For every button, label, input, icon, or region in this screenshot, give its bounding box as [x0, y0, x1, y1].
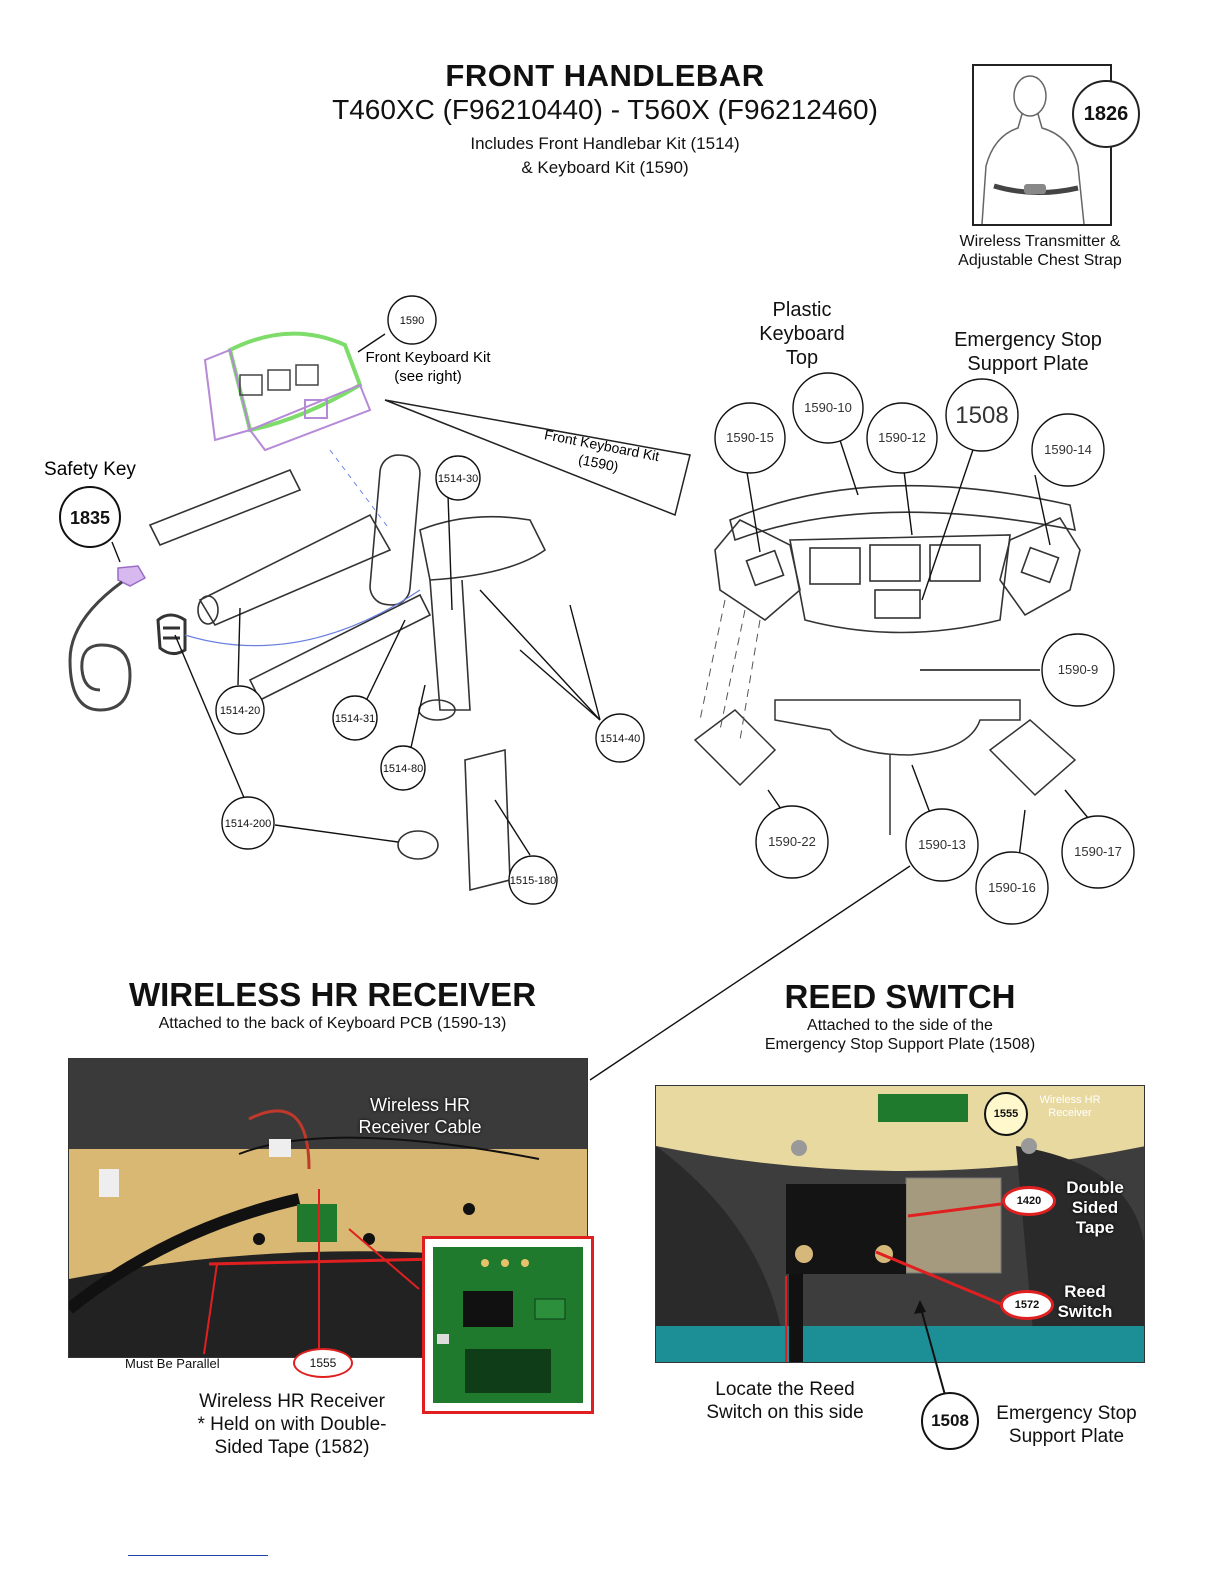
reed-hr-label-line-1: Wireless HR [1039, 1094, 1101, 1106]
cable-label-line-2: Receiver Cable [358, 1117, 482, 1137]
reed-subtitle-1: Attached to the side of the [807, 1017, 993, 1034]
receiver-caption-line-3: Sided Tape (1582) [214, 1437, 370, 1458]
receiver-pcb-inset [422, 1236, 594, 1414]
receiver-pcb-art [433, 1247, 583, 1403]
includes-line-1: Includes Front Handlebar Kit (1514) [470, 134, 740, 153]
handlebar-exploded-diagram: 1590 1514-30 1514-20 1514-31 1514-80 151… [44, 295, 691, 905]
callout-1590-22: 1590-22 [768, 834, 816, 849]
callout-1514-80: 1514-80 [383, 763, 423, 775]
reed-switch-label: Reed Switch [1050, 1282, 1120, 1322]
callout-1514-30: 1514-30 [438, 473, 478, 485]
callout-1590-14: 1590-14 [1044, 442, 1092, 457]
callout-1590-17: 1590-17 [1074, 844, 1122, 859]
header: FRONT HANDLEBAR T460XC (F96210440) - T56… [250, 58, 960, 180]
reed-section-header: REED SWITCH Attached to the side of the … [700, 978, 1100, 1054]
support-plate-drawing [693, 699, 1077, 835]
wireless-subtitle: Attached to the back of Keyboard PCB (15… [158, 1015, 507, 1032]
keyboard-top-drawing [714, 484, 1081, 634]
reed-switch-photo [655, 1085, 1145, 1363]
callout-1590-9: 1590-9 [1058, 662, 1098, 677]
must-be-parallel-label: Must Be Parallel [125, 1356, 220, 1371]
reed-subtitle-2: Emergency Stop Support Plate (1508) [764, 1036, 1036, 1053]
plastic-top-label-2: Keyboard [759, 323, 845, 345]
handlebar-tubes [148, 454, 547, 892]
keyboard-kit-label-1: Front Keyboard Kit [365, 349, 491, 366]
chest-strap-part-callout: 1826 [1072, 80, 1140, 148]
end-cap-grip [156, 613, 187, 655]
plate-part-callout: 1508 [921, 1392, 979, 1450]
callout-1590-13: 1590-13 [918, 837, 966, 852]
cone-label-2: (1590) [577, 451, 620, 474]
callout-1590-16: 1590-16 [988, 880, 1036, 895]
page-title: FRONT HANDLEBAR [445, 58, 765, 93]
estop-label-2: Support Plate [967, 353, 1088, 375]
reed-switch-part-callout: 1572 [1000, 1290, 1054, 1320]
reed-hr-label: Wireless HR Receiver [1030, 1094, 1110, 1120]
reed-switch-label-line-2: Switch [1057, 1302, 1113, 1321]
plate-leader-line [914, 1300, 946, 1396]
cable-label-line-1: Wireless HR [369, 1095, 470, 1115]
locate-label-line-2: Switch on this side [706, 1402, 864, 1423]
plate-label-line-1: Emergency Stop [996, 1403, 1137, 1424]
plastic-top-label-1: Plastic [773, 299, 832, 321]
wireless-title: WIRELESS HR RECEIVER [128, 976, 537, 1013]
model-numbers: T460XC (F96210440) - T560X (F96212460) [332, 94, 878, 125]
callout-1508-top: 1508 [955, 402, 1008, 429]
callout-1514-200: 1514-200 [225, 818, 272, 830]
locate-label: Locate the Reed Switch on this side [680, 1378, 890, 1424]
chest-strap-caption: Wireless Transmitter & Adjustable Chest … [935, 232, 1145, 270]
footer-rule [128, 1555, 268, 1556]
keyboard-exploded-diagram: 1590-15 1590-10 1590-12 1508 1590-14 159… [693, 299, 1135, 925]
pcb-leader-line [589, 865, 911, 1081]
reed-photo-art [656, 1086, 1144, 1362]
chest-strap-caption-line-2: Adjustable Chest Strap [958, 252, 1122, 269]
keyboard-kit-pointer-cone [384, 399, 691, 517]
tape-part-callout: 1420 [1002, 1186, 1056, 1216]
reed-hr-label-line-2: Receiver [1048, 1107, 1092, 1119]
keyboard-kit-drawing [203, 331, 372, 452]
tape-label-line-1: Double [1066, 1178, 1124, 1197]
cable-label: Wireless HR Receiver Cable [340, 1094, 500, 1138]
receiver-caption: Wireless HR Receiver * Held on with Doub… [172, 1390, 412, 1459]
plastic-top-label-3: Top [786, 347, 818, 369]
includes-line-2: & Keyboard Kit (1590) [521, 158, 689, 177]
safety-key-drawing [68, 565, 147, 712]
callout-1515-180: 1515-180 [510, 875, 557, 887]
plate-label-line-2: Support Plate [1008, 1426, 1125, 1447]
callout-1514-31: 1514-31 [335, 713, 375, 725]
wireless-section-header: WIRELESS HR RECEIVER Attached to the bac… [60, 976, 605, 1033]
safety-key-label: Safety Key [44, 459, 136, 480]
receiver-caption-line-2: * Held on with Double- [197, 1414, 387, 1435]
tape-label-line-3: Tape [1075, 1218, 1115, 1237]
callout-1835: 1835 [70, 508, 110, 528]
chest-strap-figure [981, 75, 1085, 225]
callout-1590-left: 1590 [400, 315, 424, 327]
tape-label: Double Sided Tape [1055, 1178, 1135, 1238]
callout-1590-15: 1590-15 [726, 430, 774, 445]
callout-1590-12: 1590-12 [878, 430, 926, 445]
keyboard-kit-label-2: (see right) [394, 368, 462, 385]
locate-label-line-1: Locate the Reed [715, 1379, 855, 1400]
plate-label: Emergency Stop Support Plate [984, 1402, 1149, 1448]
reed-title: REED SWITCH [784, 978, 1016, 1015]
receiver-caption-line-1: Wireless HR Receiver [199, 1391, 385, 1412]
callout-1514-40: 1514-40 [600, 733, 640, 745]
receiver-part-callout: 1555 [293, 1348, 353, 1378]
callout-1514-20: 1514-20 [220, 705, 260, 717]
chest-strap-caption-line-1: Wireless Transmitter & [959, 233, 1121, 250]
reed-switch-label-line-1: Reed [1064, 1282, 1106, 1301]
estop-label-1: Emergency Stop [954, 329, 1102, 351]
tape-label-line-2: Sided [1071, 1198, 1119, 1217]
reed-hr-part-callout: 1555 [984, 1092, 1028, 1136]
callout-1590-10: 1590-10 [804, 400, 852, 415]
